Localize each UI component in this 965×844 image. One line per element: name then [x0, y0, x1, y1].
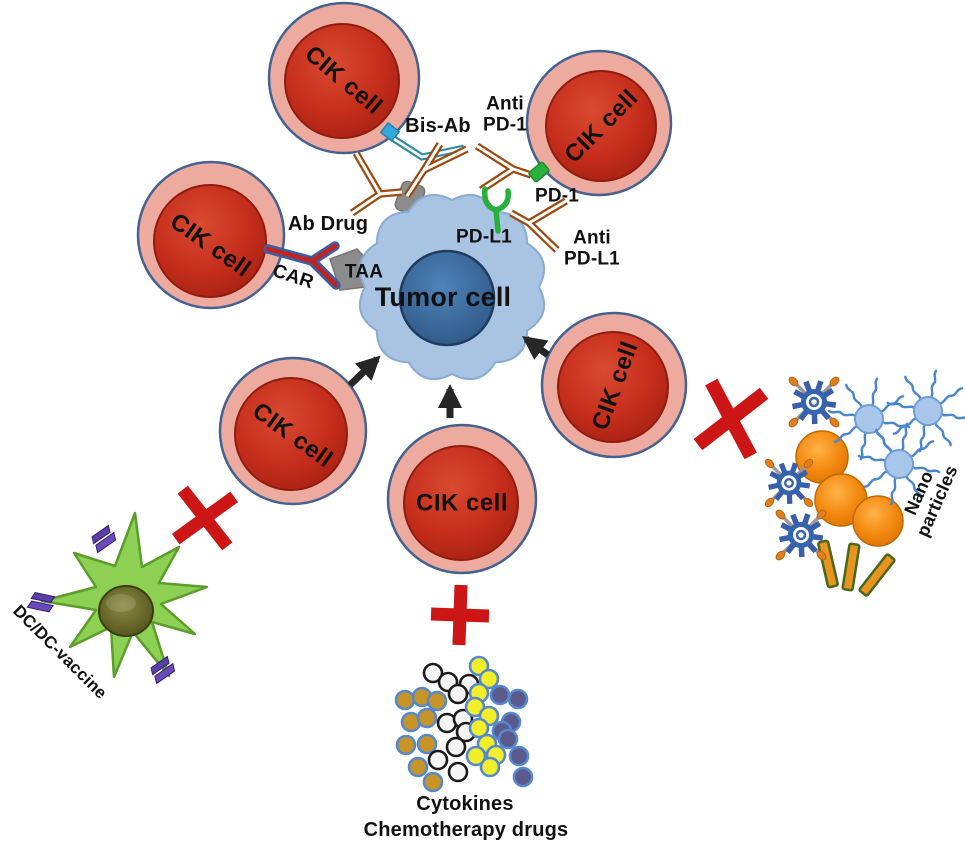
nanorod-3 — [858, 553, 896, 597]
cytokine-dot — [508, 745, 530, 767]
cik-cell-bottom-left — [218, 356, 368, 506]
micelle-3 — [857, 422, 941, 506]
nanorod-1 — [817, 539, 839, 589]
label-anti-pdl1: Anti PD-L1 — [564, 227, 620, 270]
nano-spheres — [795, 430, 904, 547]
cytokine-dot — [395, 734, 417, 756]
dc-cell — [26, 511, 209, 685]
cytokine-dot — [497, 728, 519, 750]
cytokine-dot — [489, 684, 511, 706]
micelle-1 — [827, 377, 911, 461]
cik-cell-body — [234, 377, 348, 491]
cytokine-dot — [479, 756, 501, 778]
nanoparticle-spiky-3 — [775, 509, 827, 561]
cytokine-dot — [416, 733, 438, 755]
cytokine-dot — [507, 688, 529, 710]
bis-ab-connector — [379, 121, 465, 161]
label-cik-cell-bottom-center: CIK cell — [415, 489, 509, 517]
cytokine-dot — [445, 736, 467, 758]
label-anti-pd1: Anti PD-1 — [482, 93, 528, 136]
cik-cell-body — [284, 23, 400, 139]
pd1-receptor — [528, 161, 550, 183]
nanoparticle-spiky-2 — [764, 458, 814, 508]
nanoparticle-spiky-1 — [788, 376, 840, 428]
cytokine-dot — [394, 689, 416, 711]
cytokine-dot — [422, 662, 444, 684]
label-tumor-cell: Tumor cell — [374, 281, 512, 312]
cytokine-dot — [465, 745, 487, 767]
tumor-cell-nucleus — [398, 249, 496, 347]
cik-cell-body — [153, 184, 267, 298]
dc-nucleus-highlight — [106, 594, 136, 612]
cytokine-dot — [447, 761, 469, 783]
cytokine-dot — [478, 668, 500, 690]
cik-cell-top — [267, 1, 421, 155]
cik-cell-body — [545, 70, 657, 182]
nanorod-2 — [841, 542, 861, 592]
antibody-on-anchor — [403, 142, 469, 199]
cytokine-dot — [416, 707, 438, 729]
antibody-anti-pd1 — [474, 142, 533, 194]
cytokine-dot — [407, 756, 429, 778]
dc-mhc-receptor-3 — [150, 655, 176, 685]
nano-sphere-3 — [852, 495, 904, 547]
antibody-anti-pdl1 — [509, 197, 568, 253]
cytokine-dot — [512, 766, 534, 788]
plus-combination-icon — [430, 584, 490, 646]
cik-cell-top-right — [525, 49, 673, 197]
label-cytokines: Cytokines — [416, 792, 514, 815]
cytokine-dot-cluster — [394, 655, 534, 793]
cik-cell-left — [136, 160, 286, 310]
label-bis-ab: Bis-Ab — [405, 114, 471, 137]
label-pd1: PD-1 — [534, 185, 580, 207]
cytokine-dot — [427, 749, 449, 771]
cik-cell-body — [557, 331, 669, 443]
label-taa: TAA — [344, 261, 384, 283]
cik-cell-body — [403, 445, 519, 561]
cytokine-dot — [447, 683, 469, 705]
label-ab-drug: Ab Drug — [287, 212, 369, 235]
micelle-2 — [886, 369, 965, 453]
nanorods — [817, 539, 896, 597]
cik-cell-right — [540, 311, 688, 459]
dc-cell-nucleus — [98, 585, 154, 637]
car-receptor — [263, 241, 341, 290]
bis-ab-cik-binding-site — [379, 121, 401, 143]
attack-arrow-right — [521, 336, 551, 360]
cik-cell-bottom-center — [386, 423, 538, 575]
cytokine-dot — [426, 690, 448, 712]
attack-arrow-left — [347, 355, 381, 388]
cross-dc-blocked-icon — [171, 485, 239, 551]
cross-nano-blocked-icon — [693, 378, 769, 460]
label-pdl1: PD-L1 — [456, 226, 512, 248]
cytokine-dot — [422, 771, 444, 793]
dc-mhc-receptor-2 — [26, 592, 56, 613]
dc-mhc-receptor-1 — [91, 524, 117, 554]
antibody-ab-drug — [349, 151, 403, 217]
label-chemotherapy-drugs: Chemotherapy drugs — [363, 818, 569, 841]
pdl1-receptor — [481, 186, 511, 234]
cytokine-dot — [468, 717, 490, 739]
